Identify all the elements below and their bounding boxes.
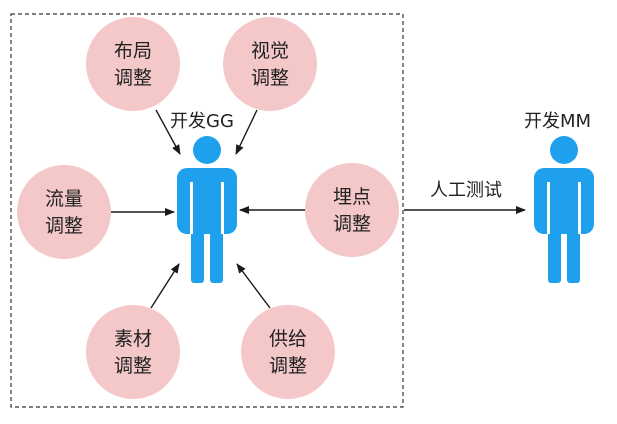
node-tracking-line1: 埋点 bbox=[333, 186, 371, 208]
dev-mm-person-icon bbox=[534, 136, 594, 283]
node-supply-line2: 调整 bbox=[269, 355, 307, 377]
dev-gg-label: 开发GG bbox=[170, 111, 234, 132]
node-layout-line1: 布局 bbox=[114, 40, 152, 62]
arrow-supply-to-dev-gg bbox=[236, 263, 271, 309]
node-traffic-line2: 调整 bbox=[45, 215, 83, 237]
manual-test-label: 人工测试 bbox=[430, 180, 502, 201]
node-supply-adjust: 供给 调整 bbox=[241, 305, 335, 399]
node-tracking-line2: 调整 bbox=[333, 213, 371, 235]
node-material-line1: 素材 bbox=[114, 328, 152, 350]
arrow-visual-to-dev-gg bbox=[235, 109, 258, 155]
node-traffic-circle bbox=[17, 165, 111, 259]
node-tracking-circle bbox=[305, 163, 399, 257]
arrow-layout-to-dev-gg bbox=[155, 109, 181, 155]
node-layout-line2: 调整 bbox=[114, 67, 152, 89]
arrow-material-to-dev-gg bbox=[150, 263, 180, 309]
node-material-line2: 调整 bbox=[114, 355, 152, 377]
node-supply-line1: 供给 bbox=[269, 328, 307, 350]
dev-mm-label: 开发MM bbox=[524, 111, 591, 132]
node-visual-line2: 调整 bbox=[251, 67, 289, 89]
group-frame bbox=[10, 13, 404, 408]
node-traffic-line1: 流量 bbox=[45, 188, 83, 210]
node-layout-adjust: 布局 调整 bbox=[86, 17, 180, 111]
node-visual-adjust: 视觉 调整 bbox=[223, 17, 317, 111]
node-visual-circle bbox=[223, 17, 317, 111]
node-traffic-adjust: 流量 调整 bbox=[17, 165, 111, 259]
node-visual-line1: 视觉 bbox=[251, 40, 289, 62]
node-tracking-adjust: 埋点 调整 bbox=[305, 163, 399, 257]
dev-gg-person-icon bbox=[177, 136, 237, 283]
node-material-circle bbox=[86, 305, 180, 399]
node-supply-circle bbox=[241, 305, 335, 399]
node-layout-circle bbox=[86, 17, 180, 111]
node-material-adjust: 素材 调整 bbox=[86, 305, 180, 399]
